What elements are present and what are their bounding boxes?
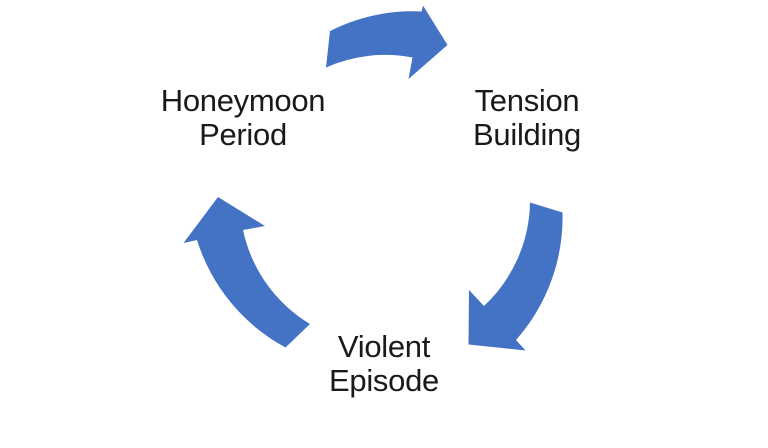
curved-arrow-violent-to-honeymoon-icon bbox=[183, 197, 310, 348]
node-label-honeymoon-period: Honeymoon Period bbox=[160, 83, 326, 152]
curved-arrow-tension-to-violent-icon bbox=[468, 202, 563, 351]
node-label-tension-building: Tension Building bbox=[473, 83, 581, 152]
curved-arrow-honeymoon-to-tension-icon bbox=[326, 5, 448, 79]
node-label-violent-episode: Violent Episode bbox=[329, 329, 439, 398]
